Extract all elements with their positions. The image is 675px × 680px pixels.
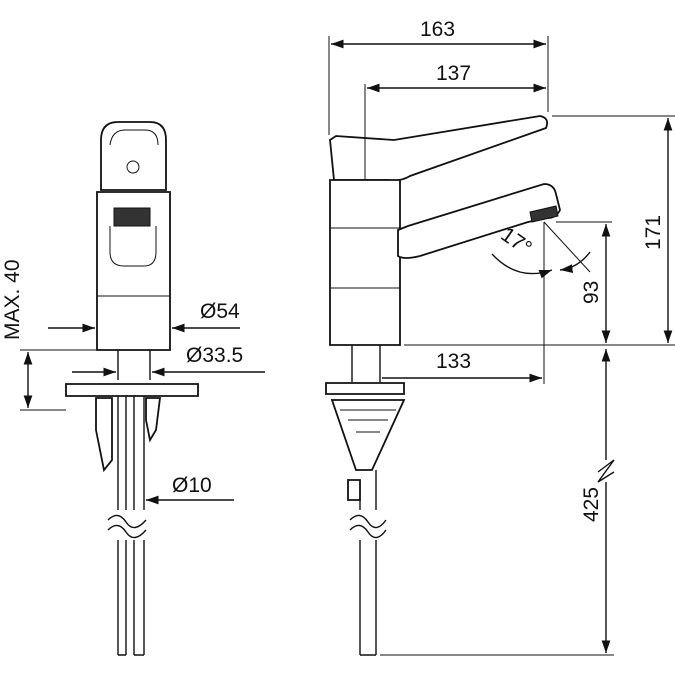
dim-93: 93 bbox=[580, 281, 603, 304]
dim-diameter-10: Ø10 bbox=[172, 474, 212, 497]
dim-diameter-33-5: Ø33.5 bbox=[186, 344, 243, 367]
front-bracket bbox=[95, 397, 113, 473]
dim-133: 133 bbox=[436, 350, 471, 373]
lever-screw-icon bbox=[126, 160, 140, 174]
front-base-plate bbox=[65, 383, 199, 397]
front-lever bbox=[100, 121, 167, 191]
side-base-plate bbox=[325, 382, 405, 395]
side-lever bbox=[329, 115, 549, 182]
dim-max-40: MAX. 40 bbox=[1, 259, 24, 340]
front-view: MAX. 40 Ø54 Ø33.5 Ø10 bbox=[1, 121, 265, 656]
front-body bbox=[96, 191, 171, 351]
front-hose-right bbox=[133, 396, 145, 655]
dim-163: 163 bbox=[420, 18, 455, 41]
side-body bbox=[329, 179, 401, 346]
dim-diameter-54: Ø54 bbox=[200, 300, 240, 323]
side-view: 163 137 171 93 133 17° 425 bbox=[325, 18, 675, 656]
dim-171: 171 bbox=[642, 215, 665, 250]
dim-425: 425 bbox=[580, 487, 603, 522]
front-outlet bbox=[113, 207, 151, 227]
dim-137: 137 bbox=[436, 62, 471, 85]
side-bracket bbox=[330, 399, 406, 471]
side-hose bbox=[359, 470, 377, 656]
front-hose-left bbox=[117, 396, 127, 655]
